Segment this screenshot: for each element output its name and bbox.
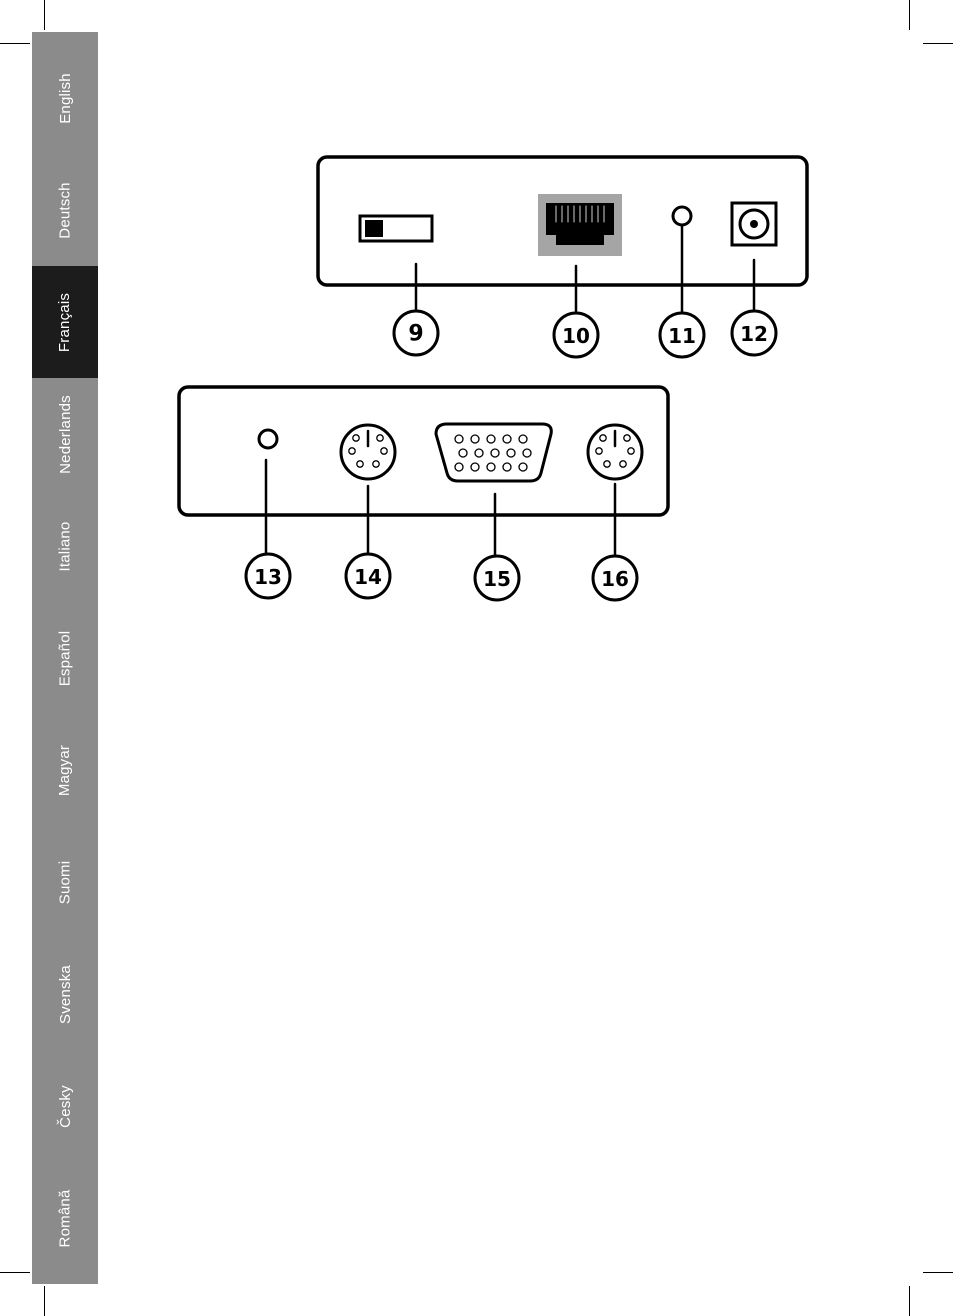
bottom-panel-outline xyxy=(179,387,668,515)
rj45-port-icon xyxy=(538,194,622,256)
ps2-port-icon xyxy=(588,425,642,479)
led-indicator-icon xyxy=(259,430,277,448)
vga-port-icon xyxy=(436,424,551,481)
callout-label: 11 xyxy=(668,324,696,348)
callout-label: 13 xyxy=(254,565,282,589)
callout-label: 16 xyxy=(601,567,629,591)
dc-power-jack-icon xyxy=(732,203,776,245)
callout-label: 12 xyxy=(740,322,768,346)
ps2-port-icon xyxy=(341,425,395,479)
led-indicator-icon xyxy=(673,207,691,225)
callout-label: 14 xyxy=(354,565,382,589)
slide-switch-icon xyxy=(360,216,432,241)
callout-label: 15 xyxy=(483,567,511,591)
callout-label: 10 xyxy=(562,324,590,348)
callout-label: 9 xyxy=(408,322,423,347)
